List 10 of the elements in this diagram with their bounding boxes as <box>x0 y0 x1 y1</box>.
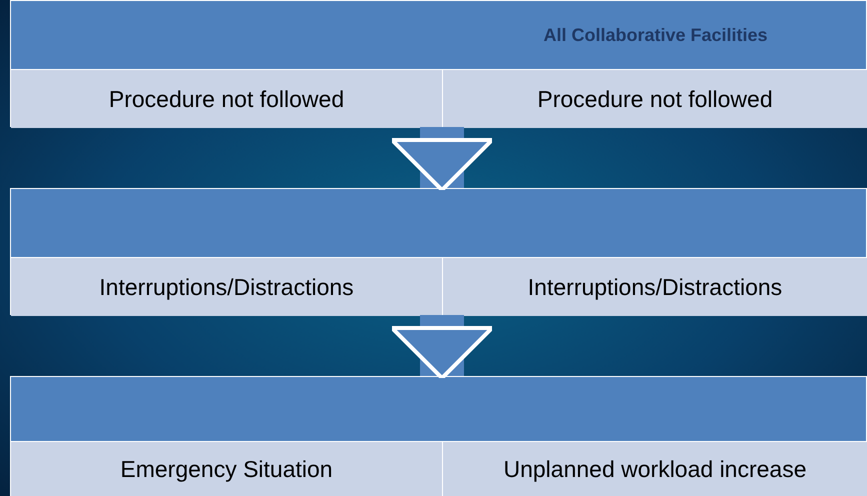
header-cell: All Collaborative Facilities <box>443 1 867 69</box>
table-block <box>10 0 867 127</box>
table-cell: Procedure not followed <box>443 69 867 128</box>
table-cell: Interruptions/Distractions <box>443 257 867 316</box>
table-cell: Emergency Situation <box>11 441 443 496</box>
table-block <box>10 376 867 496</box>
table-cell: Interruptions/Distractions <box>11 257 443 316</box>
table-cell: Unplanned workload increase <box>443 441 867 496</box>
table-block <box>10 188 867 315</box>
table-cell: Procedure not followed <box>11 69 443 128</box>
